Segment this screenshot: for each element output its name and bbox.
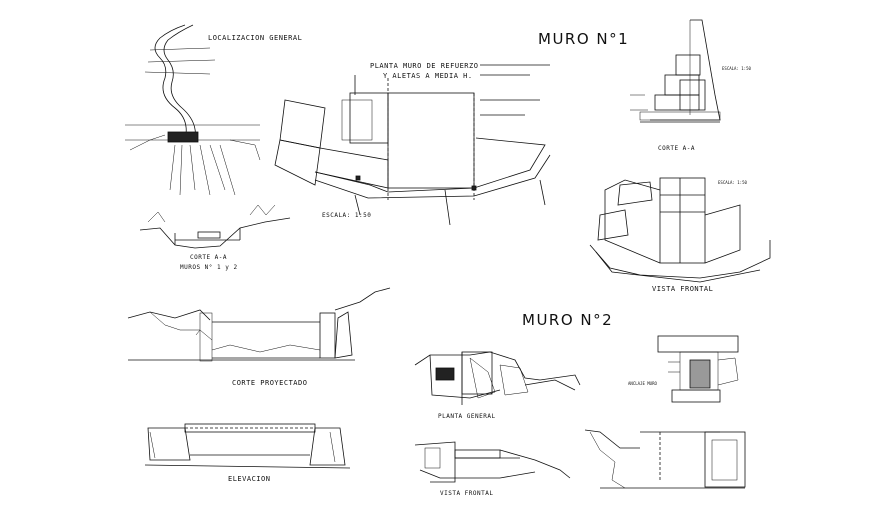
corte-proyectado-label: CORTE PROYECTADO — [232, 379, 308, 387]
planta-title-line2: Y ALETAS A MEDIA H. — [383, 72, 473, 80]
muro2-detail — [584, 429, 746, 489]
corte-proyectado — [127, 287, 391, 362]
corte-aa-muros-label: CORTE A-A — [190, 254, 228, 261]
muro1-title: MURO N°1 — [538, 30, 630, 48]
planta-scale: ESCALA: 1:50 — [322, 212, 372, 219]
vista-frontal-2-label: VISTA FRONTAL — [440, 490, 494, 497]
corte-scale: ESCALA: 1:50 — [722, 66, 751, 71]
planta-general-label: PLANTA GENERAL — [438, 413, 496, 420]
vista-frontal-1-label: VISTA FRONTAL — [652, 285, 714, 293]
localizacion-title: LOCALIZACION GENERAL — [208, 34, 303, 42]
vista-scale: ESCALA: 1:50 — [718, 180, 747, 185]
elevacion-label: ELEVACION — [228, 475, 271, 483]
planta-muro-1 — [274, 64, 551, 226]
corte-aa-small — [139, 204, 291, 249]
muros-label: MUROS N° 1 y 2 — [180, 264, 238, 271]
corte-aa-right — [630, 19, 721, 123]
muro2-vista-frontal — [414, 441, 571, 483]
planta-title-line1: PLANTA MURO DE REFUERZO — [370, 62, 479, 70]
vista-frontal-1 — [589, 177, 771, 283]
location-map — [125, 24, 261, 196]
corte-aa-right-label: CORTE A-A — [658, 145, 696, 152]
anclaje-muro-label: ANCLAJE MURO — [628, 381, 657, 386]
elevacion — [144, 423, 351, 469]
anclaje-muro — [657, 335, 739, 403]
muro2-planta-general — [414, 351, 581, 405]
muro2-title: MURO N°2 — [522, 311, 614, 329]
